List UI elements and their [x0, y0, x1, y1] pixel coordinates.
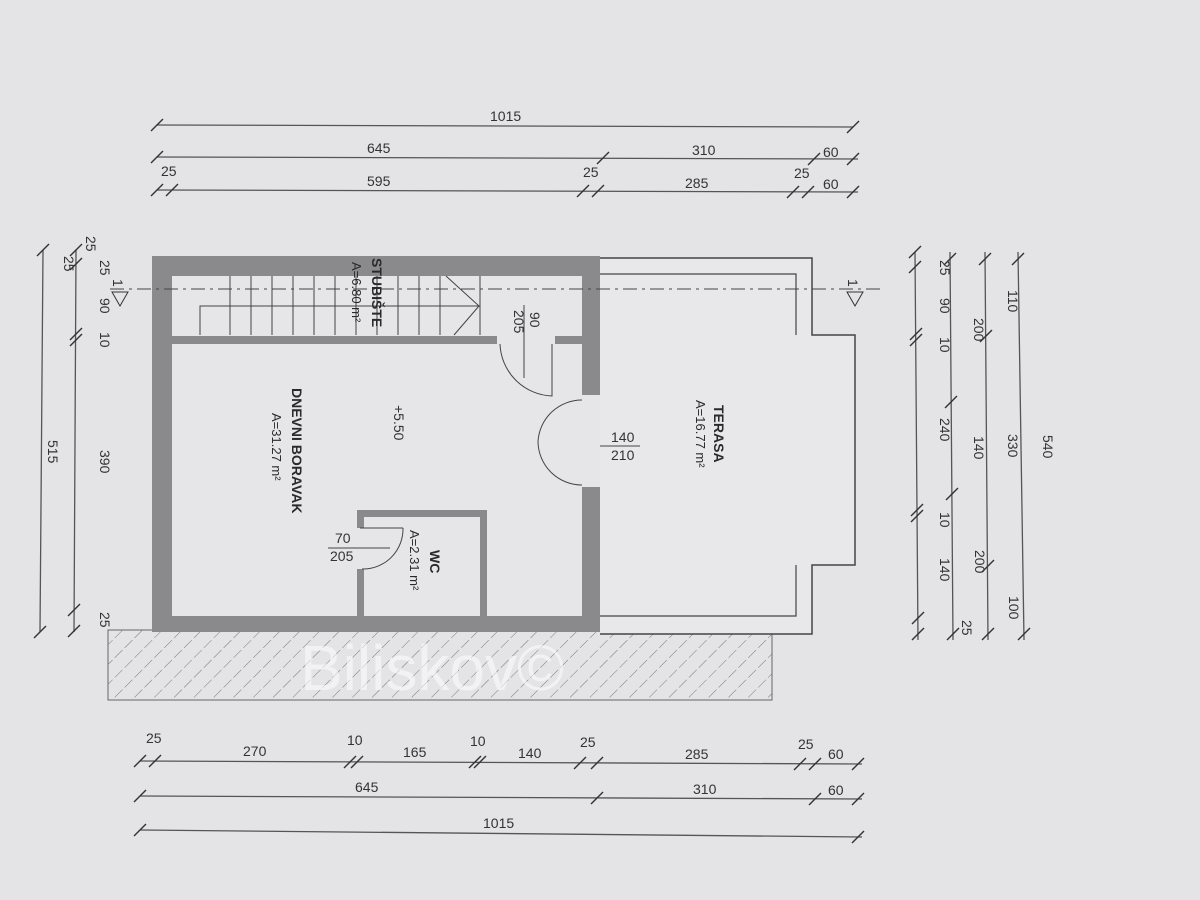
- svg-text:25: 25: [146, 730, 162, 746]
- door-height: 210: [611, 447, 635, 463]
- dimension-top: 1015 645 310 60 25 595 25 285 25 60: [150, 108, 860, 199]
- svg-text:390: 390: [97, 450, 113, 474]
- svg-text:1015: 1015: [490, 108, 521, 124]
- terrace-inner-outline: [600, 273, 797, 617]
- svg-text:1015: 1015: [483, 815, 514, 831]
- svg-text:25: 25: [97, 612, 113, 628]
- watermark: Biliskov©: [300, 632, 564, 704]
- svg-text:310: 310: [693, 781, 717, 797]
- svg-text:90: 90: [97, 298, 113, 314]
- door-width: 70: [335, 530, 351, 546]
- svg-text:A=16.77 m²: A=16.77 m²: [693, 400, 708, 468]
- svg-text:WC: WC: [427, 550, 443, 573]
- svg-text:25: 25: [83, 236, 99, 252]
- svg-text:25: 25: [937, 260, 953, 276]
- room-label-stairs: STUBIŠTE A=6.80 m²: [349, 258, 386, 327]
- terrace-outline: [600, 257, 856, 635]
- svg-text:25: 25: [798, 736, 814, 752]
- svg-text:515: 515: [45, 440, 61, 464]
- door-height: 205: [330, 548, 354, 564]
- svg-text:60: 60: [823, 144, 839, 160]
- staircase: [110, 275, 880, 336]
- svg-text:645: 645: [355, 779, 379, 795]
- svg-text:595: 595: [367, 173, 391, 189]
- doors: [360, 343, 583, 570]
- svg-text:A=31.27 m²: A=31.27 m²: [269, 413, 284, 481]
- svg-text:10: 10: [937, 337, 953, 353]
- svg-text:165: 165: [403, 744, 427, 760]
- section-marker-right: 1: [845, 279, 864, 308]
- svg-text:330: 330: [1005, 434, 1021, 458]
- svg-text:10: 10: [470, 733, 486, 749]
- room-label-living: DNEVNI BORAVAK A=31.27 m²: [269, 388, 305, 514]
- svg-text:200: 200: [972, 550, 988, 574]
- svg-text:285: 285: [685, 746, 709, 762]
- svg-text:100: 100: [1006, 596, 1022, 620]
- svg-text:10: 10: [937, 512, 953, 528]
- dimension-bottom: 25 270 10 165 10 140 25 285 25 60 645 31…: [133, 730, 865, 844]
- svg-text:140: 140: [971, 436, 987, 460]
- svg-text:140: 140: [937, 558, 953, 582]
- svg-text:25: 25: [580, 734, 596, 750]
- svg-text:A=2.31 m²: A=2.31 m²: [407, 530, 422, 591]
- svg-text:110: 110: [1005, 290, 1021, 313]
- svg-text:285: 285: [685, 175, 709, 191]
- ground-hatch: [107, 629, 773, 701]
- section-marker-left: 1: [110, 279, 129, 308]
- dimension-right: 25 90 10 240 10 140 25 200 140 200 110 3…: [908, 245, 1056, 641]
- svg-text:200: 200: [971, 318, 987, 342]
- svg-text:310: 310: [692, 142, 716, 158]
- svg-text:DNEVNI BORAVAK: DNEVNI BORAVAK: [289, 388, 305, 514]
- svg-text:25: 25: [583, 164, 599, 180]
- svg-text:25: 25: [959, 620, 975, 636]
- svg-text:TERASA: TERASA: [711, 405, 727, 463]
- door-width: 90: [527, 312, 543, 328]
- svg-text:270: 270: [243, 743, 267, 759]
- room-label-terrace: TERASA A=16.77 m²: [693, 400, 727, 468]
- svg-text:10: 10: [347, 732, 363, 748]
- svg-text:1: 1: [845, 279, 861, 287]
- svg-text:60: 60: [823, 176, 839, 192]
- svg-text:10: 10: [97, 332, 113, 348]
- room-label-wc: WC A=2.31 m²: [407, 530, 443, 591]
- level-mark: +5.50: [391, 405, 407, 441]
- svg-text:1: 1: [110, 279, 126, 287]
- door-height: 205: [511, 310, 527, 334]
- svg-text:A=6.80 m²: A=6.80 m²: [349, 262, 364, 323]
- svg-text:140: 140: [518, 745, 542, 761]
- svg-text:540: 540: [1040, 435, 1056, 459]
- svg-text:240: 240: [937, 418, 953, 442]
- svg-text:25: 25: [97, 260, 113, 276]
- svg-text:25: 25: [161, 163, 177, 179]
- svg-text:645: 645: [367, 140, 391, 156]
- dimension-left: 515 25 25 25 90 10 390 25: [33, 236, 113, 639]
- door-width: 140: [611, 429, 635, 445]
- svg-text:25: 25: [61, 256, 77, 272]
- svg-text:60: 60: [828, 782, 844, 798]
- svg-text:90: 90: [937, 298, 953, 314]
- svg-text:STUBIŠTE: STUBIŠTE: [369, 258, 386, 327]
- svg-text:25: 25: [794, 165, 810, 181]
- svg-text:60: 60: [828, 746, 844, 762]
